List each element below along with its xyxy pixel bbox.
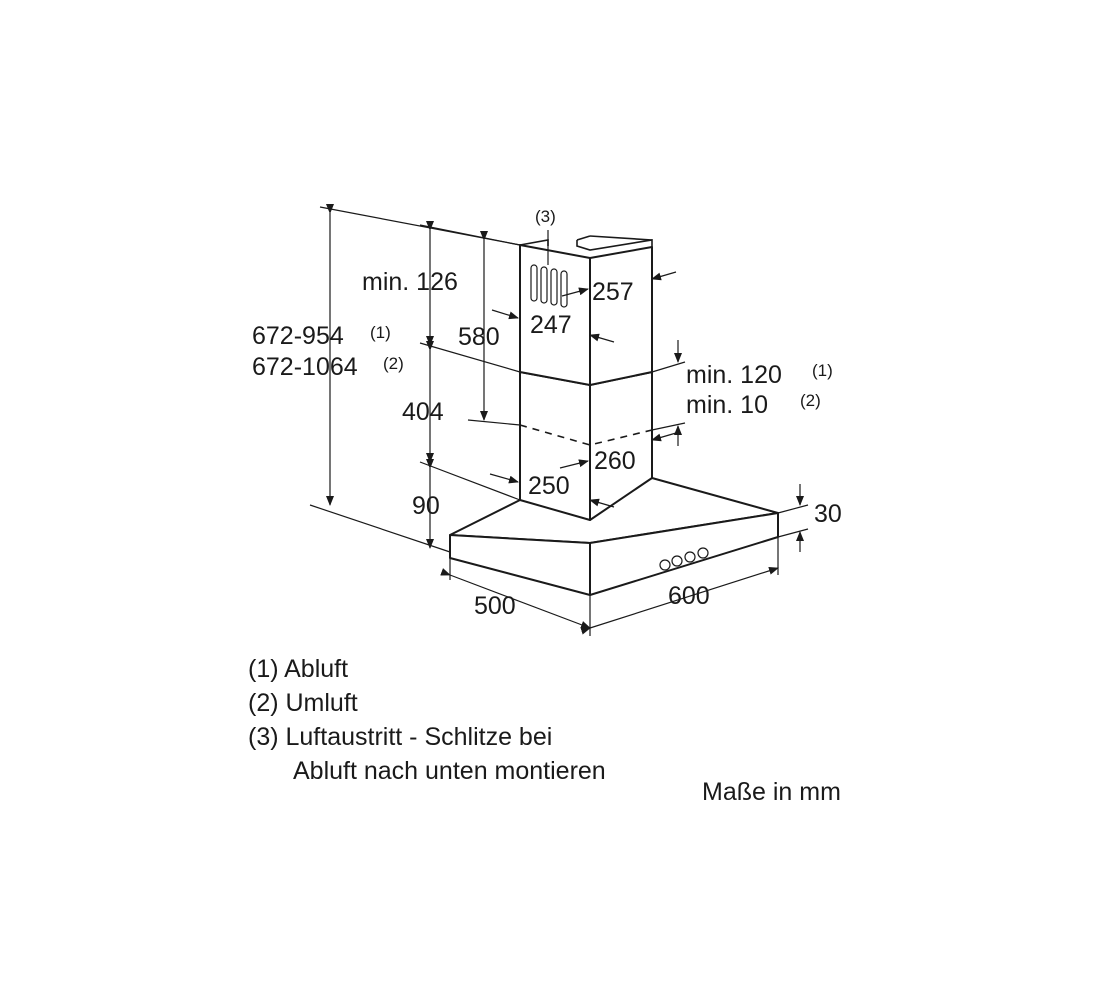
legend-item-slots-cont: Abluft nach unten montieren <box>293 757 606 785</box>
dim-247-label: 247 <box>530 311 572 339</box>
air-slots <box>530 264 568 308</box>
min-10-ref: (2) <box>800 391 821 410</box>
total-height-1-label: 672-954 <box>252 322 344 350</box>
min-126-label: min. 126 <box>362 268 458 296</box>
min-120-label: min. 120 <box>686 361 782 389</box>
dim-257-label: 257 <box>592 278 634 306</box>
total-height-1-ref: (1) <box>370 323 391 342</box>
total-height-2-ref: (2) <box>383 354 404 373</box>
dim-250-label: 250 <box>528 472 570 500</box>
legend-item-abluft: (1) Abluft <box>248 655 349 683</box>
dimension-lines <box>309 204 809 636</box>
total-height-2-label: 672-1064 <box>252 353 358 381</box>
min-120-ref: (1) <box>812 361 833 380</box>
legend: (1) Abluft (2) Umluft (3) Luftaustritt -… <box>248 652 606 788</box>
dimension-labels: 672-954 (1) 672-1064 (2) min. 126 580 40… <box>252 207 842 620</box>
dim-30-label: 30 <box>814 500 842 528</box>
slot-ref-label: (3) <box>535 207 556 226</box>
legend-item-umluft: (2) Umluft <box>248 689 358 717</box>
dim-600-label: 600 <box>668 582 710 610</box>
unit-note: Maße in mm <box>702 778 841 806</box>
dim-580-label: 580 <box>458 323 500 351</box>
dim-500-label: 500 <box>474 592 516 620</box>
dim-260-label: 260 <box>594 447 636 475</box>
upper-chimney-right <box>589 246 653 386</box>
upper-chimney-top-right <box>576 239 653 251</box>
canopy-front-left <box>449 534 591 596</box>
dim-90-label: 90 <box>412 492 440 520</box>
dim-404-label: 404 <box>402 398 444 426</box>
min-10-label: min. 10 <box>686 391 768 419</box>
legend-item-slots: (3) Luftaustritt - Schlitze bei <box>248 723 553 751</box>
